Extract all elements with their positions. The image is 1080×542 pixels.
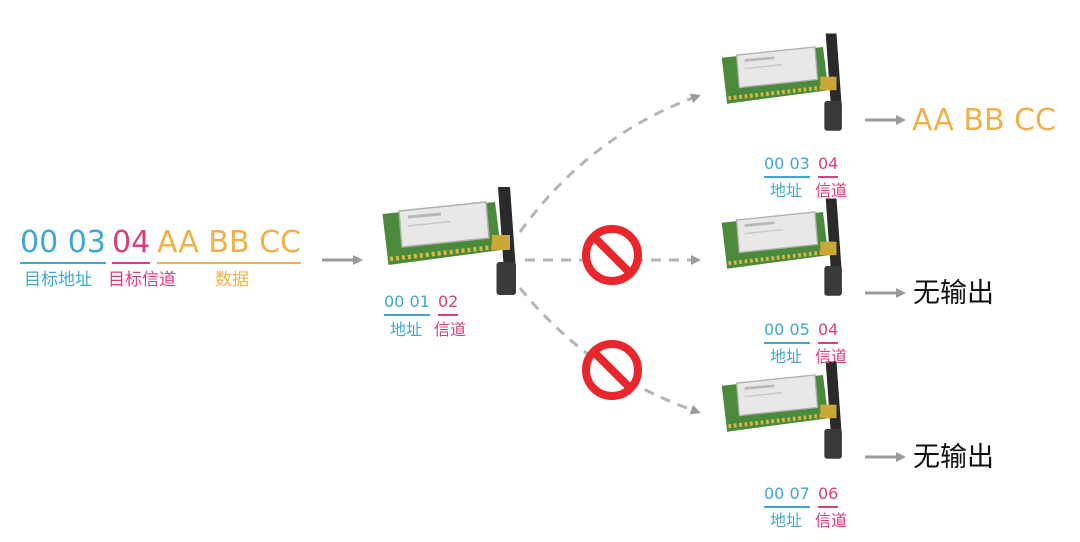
- sender-label-channel: 目标信道: [108, 270, 176, 290]
- receiver-module-1: [722, 34, 842, 131]
- transmitter-label-channel: 信道: [434, 320, 467, 339]
- receiver-3-address: 00 07: [764, 486, 810, 508]
- receiver-1-label-address: 地址: [770, 181, 803, 200]
- sender-address: 00 03: [20, 228, 106, 264]
- receiver-3-label-address: 地址: [770, 511, 803, 530]
- transmitter-address: 00 01: [384, 294, 430, 316]
- forbid-icon: [586, 229, 638, 281]
- receiver-1-channel: 04: [818, 156, 839, 178]
- transmitter-label-address: 地址: [390, 320, 423, 339]
- sender-label-data: 数据: [215, 270, 249, 290]
- sender-label-address: 目标地址: [24, 270, 92, 290]
- forbid-icon: [586, 344, 638, 396]
- receiver-3-output: 无输出: [913, 442, 994, 473]
- receiver-2-label-address: 地址: [770, 347, 803, 366]
- receiver-1-address: 00 03: [764, 156, 810, 178]
- receiver-module-3: [722, 362, 842, 459]
- receiver-3-channel: 06: [818, 486, 839, 508]
- receiver-2-channel: 04: [818, 322, 839, 344]
- receiver-2-address: 00 05: [764, 322, 810, 344]
- transmitter-channel: 02: [438, 294, 459, 316]
- sender-data: AA BB CC: [157, 228, 302, 264]
- receiver-3-label-channel: 信道: [815, 511, 848, 530]
- receiver-1-label-channel: 信道: [815, 181, 848, 200]
- receiver-1-output: AA BB CC: [912, 103, 1057, 138]
- sender-channel: 04: [112, 228, 151, 264]
- transmitter-module: [383, 187, 517, 295]
- receiver-module-2: [722, 199, 842, 296]
- path-to-receiver-1: [518, 93, 701, 233]
- receiver-2-label-channel: 信道: [815, 347, 848, 366]
- receiver-2-output: 无输出: [913, 278, 994, 309]
